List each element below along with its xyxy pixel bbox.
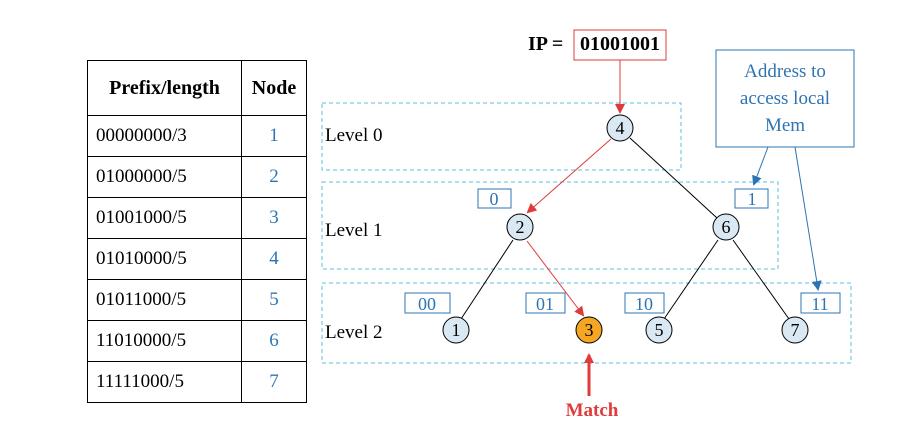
node-2: 2 xyxy=(506,213,534,241)
node-7: 7 xyxy=(781,316,809,344)
address-01: 01 xyxy=(536,294,554,314)
edge-4-2 xyxy=(526,138,612,214)
address-box-10 xyxy=(624,292,665,314)
match-label: Match xyxy=(566,400,619,421)
address-box-0 xyxy=(477,188,512,209)
edge-2-3 xyxy=(526,240,585,317)
prefix-cell: 01000000/5 xyxy=(87,156,242,198)
node-6: 6 xyxy=(712,213,740,241)
prefix-cell: 11111000/5 xyxy=(87,361,242,403)
node-2-label: 2 xyxy=(516,217,525,237)
address-10: 10 xyxy=(635,294,653,314)
node-3-label: 3 xyxy=(585,320,594,340)
edge-4-6 xyxy=(629,137,718,219)
table-header-row: Prefix/length Node xyxy=(87,60,307,116)
level-0-label: Level 0 xyxy=(325,125,383,146)
callout-arrow-to-11 xyxy=(794,146,822,291)
callout-line-3: Mem xyxy=(765,115,805,136)
node-1: 1 xyxy=(442,316,470,344)
edge-6-7 xyxy=(732,239,790,320)
header-node: Node xyxy=(241,60,307,116)
node-5: 5 xyxy=(645,316,673,344)
node-4: 4 xyxy=(606,114,634,142)
address-00: 00 xyxy=(418,294,436,314)
node-6-label: 6 xyxy=(722,217,731,237)
level-1-box xyxy=(321,181,779,270)
edge-6-5 xyxy=(663,239,719,320)
node-1-label: 1 xyxy=(452,320,461,340)
level-2-box xyxy=(321,282,852,364)
node-cell: 4 xyxy=(241,238,307,280)
node-cell: 3 xyxy=(241,197,307,239)
address-box-00 xyxy=(404,292,451,314)
edge-2-1 xyxy=(460,239,514,320)
node-cell: 7 xyxy=(241,361,307,403)
prefix-cell: 01011000/5 xyxy=(87,279,242,321)
callout-line-2: access local xyxy=(740,88,830,109)
ip-value: 01001001 xyxy=(580,33,660,55)
node-cell: 2 xyxy=(241,156,307,198)
address-0: 0 xyxy=(490,189,499,209)
ip-label: IP = xyxy=(528,33,568,55)
node-5-label: 5 xyxy=(655,320,664,340)
address-box-01 xyxy=(525,292,566,314)
address-1: 1 xyxy=(748,189,757,209)
node-7-label: 7 xyxy=(791,320,800,340)
prefix-cell: 11010000/5 xyxy=(87,320,242,362)
callout-line-1: Address to xyxy=(744,61,826,82)
header-prefix-length: Prefix/length xyxy=(87,60,242,116)
address-box-1 xyxy=(734,188,769,209)
callout-arrow-to-1 xyxy=(752,146,769,186)
level-1-label: Level 1 xyxy=(325,220,383,241)
callout-box xyxy=(715,49,855,148)
node-3-match: 3 xyxy=(575,316,603,344)
node-cell: 5 xyxy=(241,279,307,321)
address-box-11 xyxy=(800,292,841,314)
prefix-cell: 01001000/5 xyxy=(87,197,242,239)
address-11: 11 xyxy=(811,294,828,314)
level-0-box xyxy=(321,102,682,171)
level-2-label: Level 2 xyxy=(325,322,383,343)
node-4-label: 4 xyxy=(616,118,625,138)
node-cell: 1 xyxy=(241,115,307,157)
